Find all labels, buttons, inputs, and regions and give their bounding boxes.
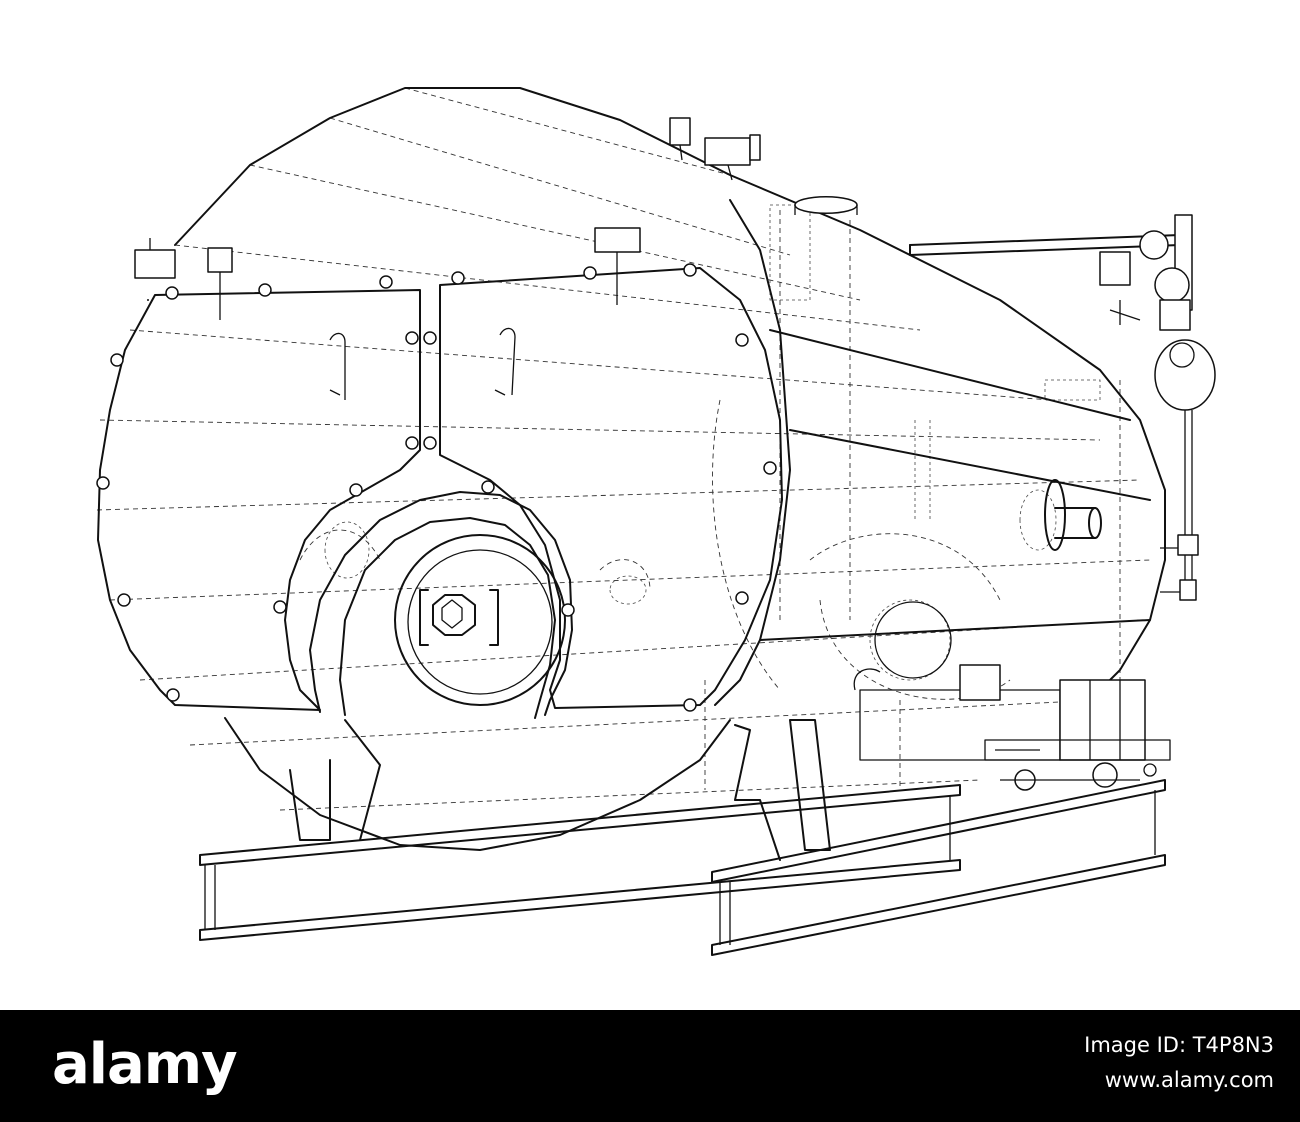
top-fittings	[669, 117, 858, 215]
image-id-label: Image ID: T4P8N3	[1084, 1033, 1274, 1057]
hidden-lines	[96, 87, 1151, 811]
base-rail-right	[711, 779, 1166, 956]
support-legs	[289, 719, 831, 861]
burner-unit	[853, 601, 1171, 791]
alamy-logo: alamy	[52, 1032, 238, 1097]
front-door-left	[97, 289, 421, 711]
boiler-shell	[174, 87, 1166, 851]
side-nozzle	[1044, 479, 1102, 551]
site-url: www.alamy.com	[1104, 1068, 1274, 1092]
footer-info: Image ID: T4P8N3 www.alamy.com	[1084, 1028, 1274, 1098]
door-hinges	[96, 227, 777, 712]
water-column-assembly	[909, 214, 1216, 601]
boiler-illustration	[96, 87, 1216, 956]
burner-door	[309, 491, 573, 719]
watermark-footer-bar: alamy Image ID: T4P8N3 www.alamy.com	[0, 1010, 1300, 1122]
boiler-wireframe-drawing	[96, 87, 1216, 956]
front-door-right	[439, 267, 783, 709]
base-rail-left	[199, 784, 961, 941]
